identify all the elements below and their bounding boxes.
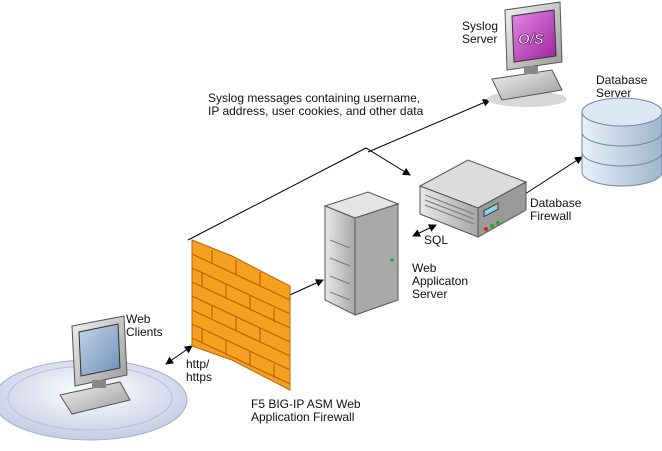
sql-label: SQL <box>424 233 449 247</box>
database-firewall-label: Database Firewall <box>530 196 582 223</box>
os-screen-text: O/S <box>518 31 544 48</box>
web-clients-label: Web Clients <box>126 312 163 339</box>
syslog-server-label: Syslog Server <box>462 19 499 46</box>
database-firewall-appliance-icon <box>418 159 528 238</box>
http-https-label: http/ https <box>186 357 213 384</box>
web-application-server-tower-icon <box>323 191 400 316</box>
syslog-messages-label: Syslog messages containing username, IP … <box>208 91 424 118</box>
syslog-connection-line <box>187 99 491 241</box>
db-firewall-to-db-arrow <box>521 156 583 197</box>
sql-arrow <box>412 224 437 237</box>
web-clients-computer-icon <box>59 315 131 415</box>
client-to-waf-arrow <box>165 345 193 365</box>
f5-brick-wall-firewall-icon <box>191 239 291 391</box>
database-server-label: Database Server <box>596 73 648 100</box>
web-app-server-label: Web Applicaton Server <box>412 261 469 301</box>
f5-asm-firewall-label: F5 BIG-IP ASM Web Application Firewall <box>251 397 361 424</box>
database-server-icon <box>581 97 662 187</box>
syslog-server-computer-icon: O/S <box>487 1 567 107</box>
